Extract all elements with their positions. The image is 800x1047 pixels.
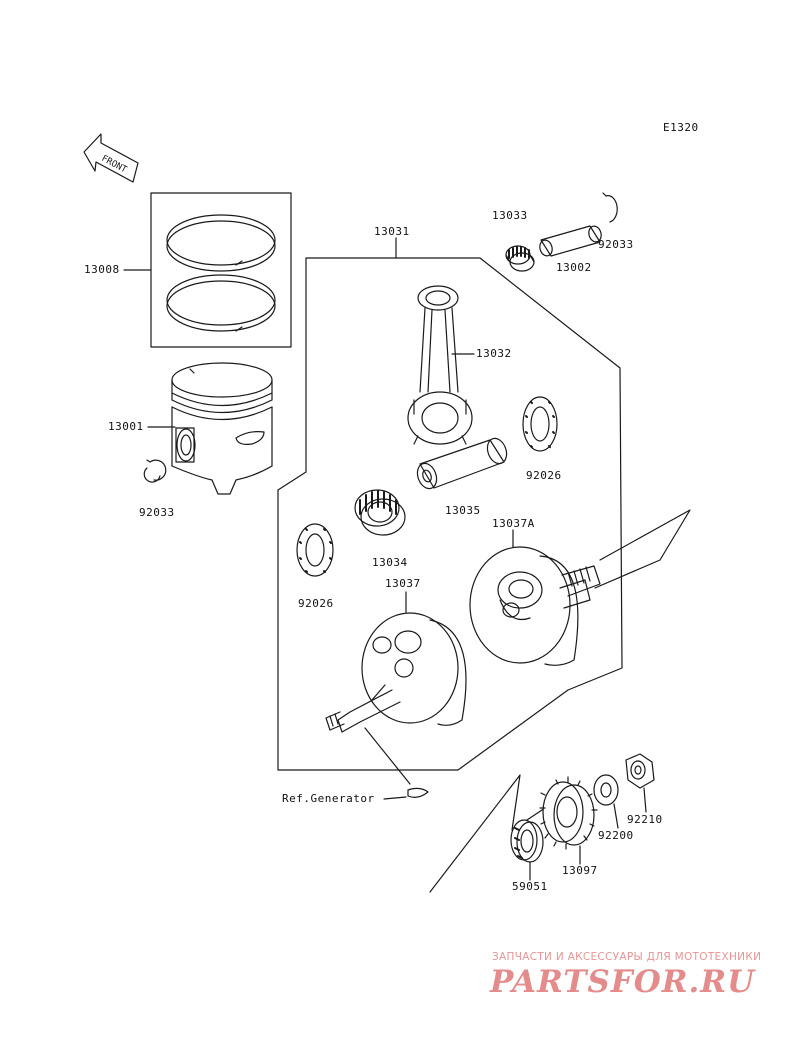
part-label-92210[interactable]: 92210	[627, 813, 663, 826]
part-label-13033[interactable]: 13033	[492, 209, 528, 222]
front-arrow-icon: FRONT	[83, 133, 139, 183]
part-label-92026-left[interactable]: 92026	[298, 597, 334, 610]
ref-generator-label[interactable]: Ref.Generator	[282, 792, 375, 805]
part-label-13031[interactable]: 13031	[374, 225, 410, 238]
part-label-13002[interactable]: 13002	[556, 261, 592, 274]
woodruff-key-ref-generator	[364, 727, 429, 800]
needle-bearing-59051	[510, 819, 544, 881]
gear-13097	[539, 776, 598, 865]
needle-bearing-13033	[505, 245, 535, 272]
piston-13001	[147, 362, 273, 495]
washer-92200	[593, 774, 619, 829]
thrust-washer-92026-right	[522, 396, 558, 452]
piston-pin-13002	[539, 225, 602, 257]
crankshaft-assy-outline-13031	[277, 237, 623, 771]
needle-bearing-13034	[354, 489, 406, 536]
part-label-59051[interactable]: 59051	[512, 880, 548, 893]
circlip-92033-left	[143, 459, 167, 483]
crank-half-13037A	[469, 509, 691, 666]
part-label-13008[interactable]: 13008	[84, 263, 120, 276]
primary-gear-assy-outline	[429, 774, 561, 893]
part-label-92200[interactable]: 92200	[598, 829, 634, 842]
part-label-13037[interactable]: 13037	[385, 577, 421, 590]
crank-half-13037	[325, 591, 467, 733]
nut-92210	[625, 753, 655, 813]
part-label-92033-left[interactable]: 92033	[139, 506, 175, 519]
part-label-92033-right[interactable]: 92033	[598, 238, 634, 251]
watermark-subtitle: ЗАПЧАСТИ И АКСЕССУАРЫ ДЛЯ МОТОТЕХНИКИ	[492, 951, 762, 963]
circlip-92033-right	[602, 192, 618, 223]
diagram-code: E1320	[663, 121, 699, 134]
part-label-13032[interactable]: 13032	[476, 347, 512, 360]
part-label-92026-right[interactable]: 92026	[526, 469, 562, 482]
part-label-13037A[interactable]: 13037A	[492, 517, 535, 530]
part-label-13097[interactable]: 13097	[562, 864, 598, 877]
connecting-rod-13032	[407, 285, 475, 445]
piston-rings-13008	[123, 192, 292, 348]
part-label-13035[interactable]: 13035	[445, 504, 481, 517]
part-label-13001[interactable]: 13001	[108, 420, 144, 433]
thrust-washer-92026-left	[296, 523, 334, 577]
part-label-13034[interactable]: 13034	[372, 556, 408, 569]
crank-pin-13035	[416, 437, 508, 490]
watermark-logo: PARTSFOR.RU	[490, 964, 756, 1000]
